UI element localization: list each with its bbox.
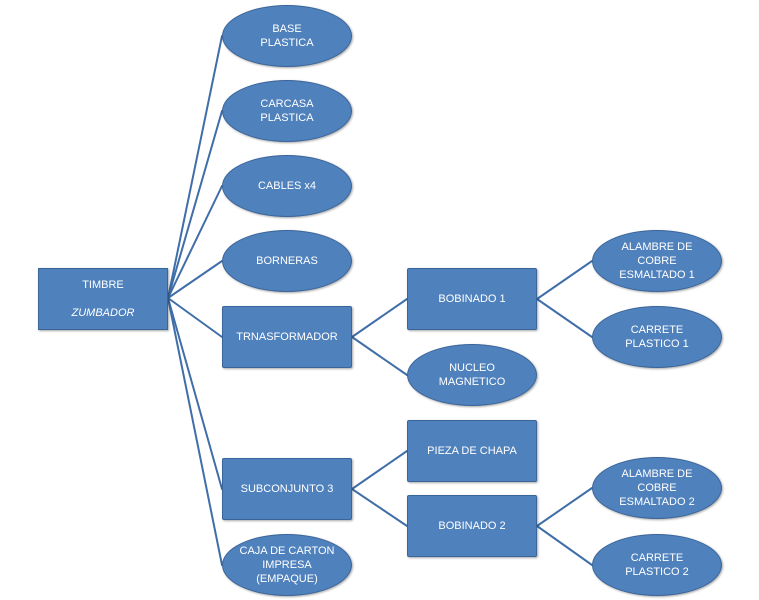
- node-nucleo-magnetico: NUCLEO MAGNETICO: [407, 344, 537, 406]
- connector-root-subconjunto: [167, 297, 223, 490]
- node-alambre-cobre-2: ALAMBRE DE COBRE ESMALTADO 2: [592, 457, 722, 519]
- node-borneras: BORNERAS: [222, 230, 352, 292]
- connector-trans-bobinado1: [351, 298, 408, 338]
- node-caja-carton: CAJA DE CARTON IMPRESA (EMPAQUE): [222, 534, 352, 596]
- connector-root-carcasa: [167, 110, 223, 299]
- node-cables: CABLES x4: [222, 155, 352, 217]
- connector-bob1-carrete1: [536, 298, 593, 338]
- node-carrete-plastico-2: CARRETE PLASTICO 2: [592, 534, 722, 596]
- connector-root-caja: [167, 297, 223, 566]
- connector-root-base: [167, 35, 223, 299]
- connector-root-borneras: [167, 260, 223, 299]
- node-pieza-de-chapa: PIEZA DE CHAPA: [407, 420, 537, 482]
- node-carrete-plastico-1: CARRETE PLASTICO 1: [592, 306, 722, 368]
- connector-bob2-carrete2: [536, 525, 593, 566]
- connector-sub-bobinado2: [351, 488, 408, 527]
- connector-bob2-alambre2: [536, 487, 593, 527]
- node-subconjunto-3: SUBCONJUNTO 3: [222, 458, 352, 520]
- connector-bob1-alambre1: [536, 260, 593, 300]
- node-transformador: TRNASFORMADOR: [222, 306, 352, 368]
- node-timbre-zumbador: TIMBRE ZUMBADOR: [38, 268, 168, 330]
- node-alambre-cobre-1: ALAMBRE DE COBRE ESMALTADO 1: [592, 230, 722, 292]
- connector-trans-nucleo: [351, 336, 408, 376]
- node-timbre-subtitle: ZUMBADOR: [71, 307, 135, 319]
- node-timbre-title: TIMBRE: [82, 279, 124, 291]
- connector-root-transformador: [167, 297, 223, 338]
- connector-root-cables: [167, 185, 223, 299]
- connector-sub-pieza: [351, 450, 408, 490]
- node-carcasa-plastica: CARCASA PLASTICA: [222, 80, 352, 142]
- node-bobinado-1: BOBINADO 1: [407, 268, 537, 330]
- node-base-plastica: BASE PLASTICA: [222, 5, 352, 67]
- node-bobinado-2: BOBINADO 2: [407, 495, 537, 557]
